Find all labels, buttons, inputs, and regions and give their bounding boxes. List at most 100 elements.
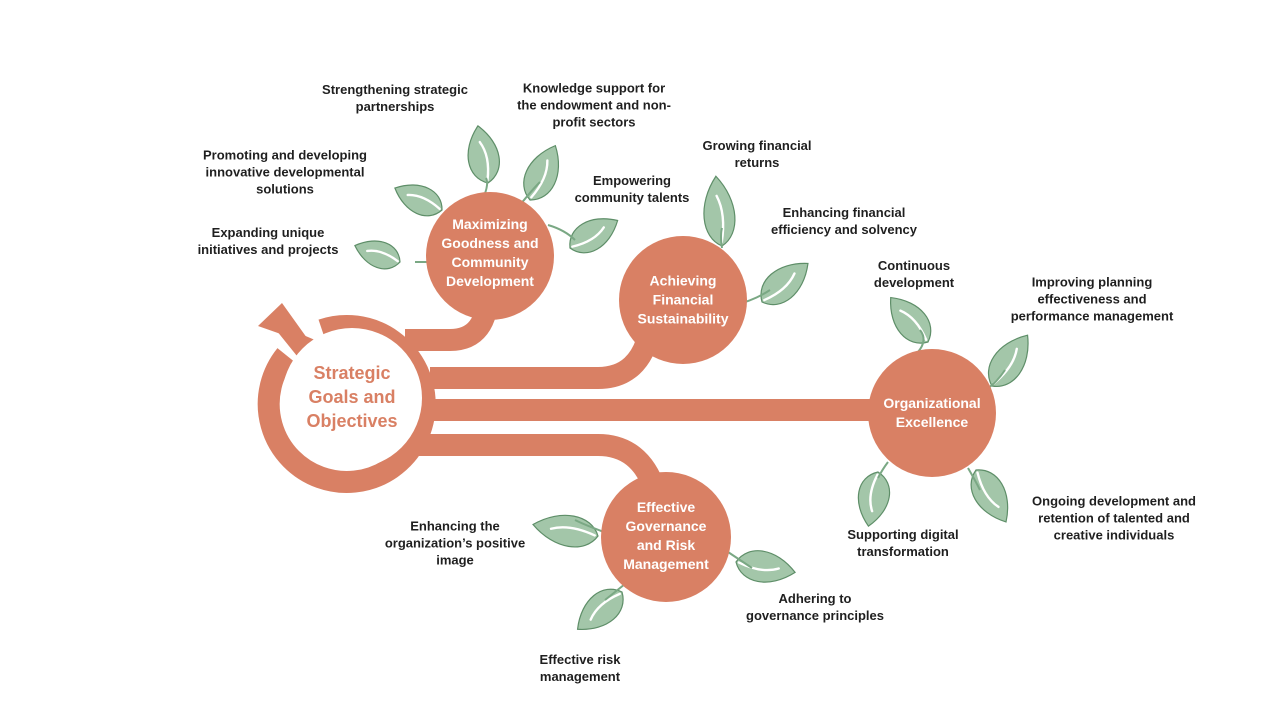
objective-label-empowering-community-talents-line: community talents (575, 190, 690, 205)
branch-governance (410, 434, 666, 494)
leaves-layer (354, 125, 1029, 630)
objective-label-enhancing-the-organization-s-positive-im: Enhancing the organization’s positive imag… (385, 518, 525, 567)
node-organizational-excellence-label-line: Organizational (883, 395, 980, 411)
objective-label-knowledge-support-for-the-endowment-and--line: the endowment and non- (517, 97, 671, 112)
node-maximizing-goodness (426, 192, 554, 320)
objective-label-ongoing-development-and-retention-of-tal-line: Ongoing development and (1032, 493, 1196, 508)
objective-label-promoting-and-developing-innovative-deve-line: Promoting and developing (203, 147, 367, 162)
leaf-blade (987, 334, 1029, 387)
node-financial-sustainability (619, 236, 747, 364)
node-effective-governance-label-line: Governance (626, 518, 707, 534)
objective-label-ongoing-development-and-retention-of-tal-line: retention of talented and (1038, 510, 1190, 525)
leaf-vein (406, 193, 441, 211)
leaf-empowering (569, 218, 619, 254)
objective-label-ongoing-development-and-retention-of-tal: Ongoing development and retention of tale… (1032, 493, 1196, 542)
objective-label-enhancing-the-organization-s-positive-im-line: image (436, 552, 474, 567)
leaf-stem (547, 224, 576, 241)
node-maximizing-goodness-label-line: Maximizing (452, 216, 527, 232)
center-ring-arrow-tail (258, 303, 312, 345)
objective-label-strengthening-strategic-partnerships-line: partnerships (356, 99, 435, 114)
leaf-stem (917, 329, 925, 353)
objective-label-effective-risk-management-line: management (540, 669, 621, 684)
objective-label-effective-risk-management-line: Effective risk (540, 652, 622, 667)
leaf-governance-principles (735, 550, 796, 583)
objective-label-knowledge-support-for-the-endowment-and--line: Knowledge support for (523, 80, 665, 95)
leaf-image (532, 514, 599, 548)
node-effective-governance (601, 472, 731, 602)
node-effective-governance-label-line: Management (623, 556, 709, 572)
objective-label-adhering-to-governance-principles-line: Adhering to (779, 591, 852, 606)
objective-label-expanding-unique-initiatives-and-project-line: Expanding unique (212, 225, 325, 240)
leaf-blade (703, 175, 736, 247)
leaf-stem (574, 519, 605, 533)
objective-label-expanding-unique-initiatives-and-project-line: initiatives and projects (198, 242, 339, 257)
objective-label-supporting-digital-transformation-line: Supporting digital (847, 527, 958, 542)
leaf-vein (549, 526, 596, 537)
node-organizational-excellence (868, 349, 996, 477)
leaf-vein (715, 194, 725, 244)
leaf-promoting (394, 184, 443, 217)
objective-label-supporting-digital-transformation: Supporting digital transformation (847, 527, 958, 559)
center-title-line: Strategic (313, 363, 390, 383)
objective-label-adhering-to-governance-principles-line: governance principles (746, 608, 884, 623)
objective-label-knowledge-support-for-the-endowment-and-: Knowledge support for the endowment and n… (517, 80, 671, 129)
objective-label-empowering-community-talents: Empowering community talents (575, 173, 690, 205)
node-maximizing-goodness-label-line: Goodness and (441, 235, 538, 251)
leaf-vein (478, 140, 490, 182)
leaf-vein (737, 561, 780, 572)
leaf-expanding (354, 240, 401, 270)
objective-label-improving-planning-effectiveness-and-per-line: effectiveness and (1037, 291, 1146, 306)
leaf-blade (576, 588, 624, 630)
objective-label-adhering-to-governance-principles: Adhering to governance principles (746, 591, 884, 623)
objective-label-supporting-digital-transformation-line: transformation (857, 544, 949, 559)
nodes-layer (282, 192, 996, 602)
leaf-vein (869, 473, 879, 513)
objective-label-promoting-and-developing-innovative-deve-line: solutions (256, 181, 314, 196)
leaf-blade (394, 184, 443, 217)
node-financial-sustainability-label-line: Achieving (650, 273, 717, 289)
objective-label-enhancing-the-organization-s-positive-im-line: Enhancing the (410, 518, 500, 533)
leaf-stem (877, 461, 889, 479)
objective-label-growing-financial-returns: Growing financial returns (702, 138, 811, 170)
leaf-blade (569, 218, 619, 254)
objective-label-continuous-development-line: development (874, 275, 955, 290)
center-title-line: Objectives (306, 411, 397, 431)
objective-label-growing-financial-returns-line: returns (735, 155, 780, 170)
objective-label-improving-planning-effectiveness-and-per-line: performance management (1011, 308, 1174, 323)
leaf-stem (967, 467, 981, 491)
leaf-blade (467, 125, 500, 184)
leaf-vein (763, 272, 796, 302)
objective-label-enhancing-financial-efficiency-and-solve-line: efficiency and solvency (771, 222, 918, 237)
node-financial-sustainability-label-line: Financial (653, 292, 714, 308)
node-maximizing-goodness-label-line: Community (452, 254, 529, 270)
node-financial-sustainability-label-line: Sustainability (637, 311, 728, 327)
leaf-strengthening (467, 125, 500, 184)
leaf-digital (857, 471, 891, 527)
leaf-blade (523, 144, 560, 201)
objective-label-knowledge-support-for-the-endowment-and--line: profit sectors (552, 114, 635, 129)
objective-label-growing-financial-returns-line: Growing financial (702, 138, 811, 153)
leaf-efficiency (760, 262, 809, 306)
leaf-knowledge (523, 144, 560, 201)
objective-label-effective-risk-management: Effective risk management (540, 652, 622, 684)
leaf-vein (976, 471, 1000, 509)
leaf-talent (970, 469, 1009, 523)
leaf-blade (354, 240, 401, 270)
objective-label-continuous-development: Continuous development (874, 258, 955, 290)
leaf-continuous (890, 296, 932, 344)
leaf-vein (571, 226, 606, 248)
objective-label-empowering-community-talents-line: Empowering (593, 173, 671, 188)
objective-label-continuous-development-line: Continuous (878, 258, 950, 273)
leaf-risk (576, 588, 624, 630)
leaf-vein (899, 309, 928, 341)
objective-label-enhancing-the-organization-s-positive-im-line: organization’s positive (385, 535, 525, 550)
leaf-vein (366, 249, 399, 263)
node-effective-governance-label-line: and Risk (637, 537, 696, 553)
